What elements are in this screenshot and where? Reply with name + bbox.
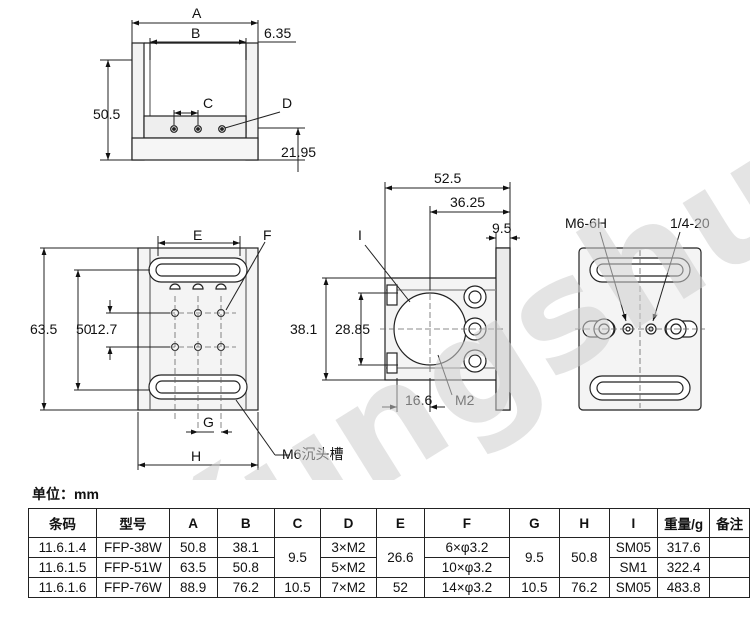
label-G: G [203,414,214,430]
header-cell: D [319,508,377,538]
label-m6-slot: M6沉头槽 [282,446,343,462]
header-cell: B [216,508,275,538]
label-dim-36-25: 36.25 [450,194,485,210]
cell-weight: 483.8 [657,577,711,598]
cell-I: SM1 [608,557,659,578]
label-A: A [192,5,202,21]
cell-C: 9.5 [273,537,321,578]
label-dim-52-5: 52.5 [434,170,461,186]
table-row: 11.6.1.6 FFP-76W 88.9 76.2 10.5 7×M2 52 … [27,577,750,598]
side-view-dimensions [322,182,520,412]
label-dim-38-1: 38.1 [290,321,317,337]
label-m6-6h: M6-6H [565,215,607,231]
header-cell: 重量/g [657,508,711,538]
header-cell: 备注 [709,508,750,538]
cell-F: 6×φ3.2 [423,537,510,558]
cell-H: 50.8 [558,537,610,578]
cell-I: SM05 [608,577,659,598]
label-E: E [193,227,202,243]
cell-weight: 322.4 [657,557,711,578]
label-H: H [191,448,201,464]
header-cell: 型号 [96,508,170,538]
rear-view [575,247,705,411]
header-cell: H [558,508,610,538]
cell-B: 50.8 [216,557,275,578]
label-dim-28-85: 28.85 [335,321,370,337]
label-dim-63-5: 63.5 [30,321,57,337]
cell-A: 50.8 [168,537,218,558]
label-dim-21-95: 21.95 [281,144,316,160]
label-B: B [191,25,200,41]
cell-model: FFP-76W [96,577,170,598]
table-row: 11.6.1.4 FFP-38W 50.8 38.1 9.5 3×M2 26.6… [27,537,750,578]
cell-H: 76.2 [558,577,610,598]
spec-table: 条码 型号 A B C D E F G H I 重量/g 备注 11.6.1.4… [27,508,750,598]
label-dim-50-5: 50.5 [93,106,120,122]
label-D: D [282,95,292,111]
cell-A: 63.5 [168,557,218,578]
top-view-dimensions [100,20,305,172]
cell-code: 11.6.1.5 [27,557,98,578]
cell-C: 10.5 [273,577,321,598]
cell-code: 11.6.1.4 [27,537,98,558]
header-cell: I [608,508,659,538]
cell-D: 3×M2 [319,537,377,558]
label-dim-9-5: 9.5 [492,220,512,236]
header-cell: G [508,508,560,538]
cell-G: 9.5 [508,537,560,578]
cell-A: 88.9 [168,577,218,598]
header-cell: A [168,508,218,538]
cell-I: SM05 [608,537,659,558]
cell-note [709,537,750,558]
label-F: F [263,227,272,243]
units-label: 单位：mm [32,486,99,502]
header-cell: F [423,508,510,538]
label-dim-12-7: 12.7 [90,321,117,337]
cell-model: FFP-51W [96,557,170,578]
label-dim-50: 50 [76,321,92,337]
cell-code: 11.6.1.6 [27,577,98,598]
cell-E: 52 [375,577,425,598]
cell-D: 5×M2 [319,557,377,578]
cell-note [709,557,750,578]
header-cell: E [375,508,425,538]
cell-G: 10.5 [508,577,560,598]
cell-E: 26.6 [375,537,425,578]
technical-drawing: A B 6.35 50.5 C D 21.95 [30,5,750,480]
label-C: C [203,95,213,111]
top-view [131,42,259,161]
label-dim-16-6: 16.6 [405,392,432,408]
cell-weight: 317.6 [657,537,711,558]
header-cell: C [273,508,321,538]
cell-D: 7×M2 [319,577,377,598]
label-I: I [358,227,362,243]
side-view [380,247,511,411]
label-quarter-20: 1/4-20 [670,215,710,231]
cell-model: FFP-38W [96,537,170,558]
front-view [137,247,259,430]
header-cell: 条码 [27,508,98,538]
cell-note [709,577,750,598]
front-view-dimensions [40,236,290,470]
cell-F: 14×φ3.2 [423,577,510,598]
table-header-row: 条码 型号 A B C D E F G H I 重量/g 备注 [27,508,750,538]
label-M2: M2 [455,392,475,408]
cell-B: 76.2 [216,577,275,598]
cell-F: 10×φ3.2 [423,557,510,578]
label-dim-6-35: 6.35 [264,25,291,41]
rear-view-dimensions [599,231,681,322]
cell-B: 38.1 [216,537,275,558]
